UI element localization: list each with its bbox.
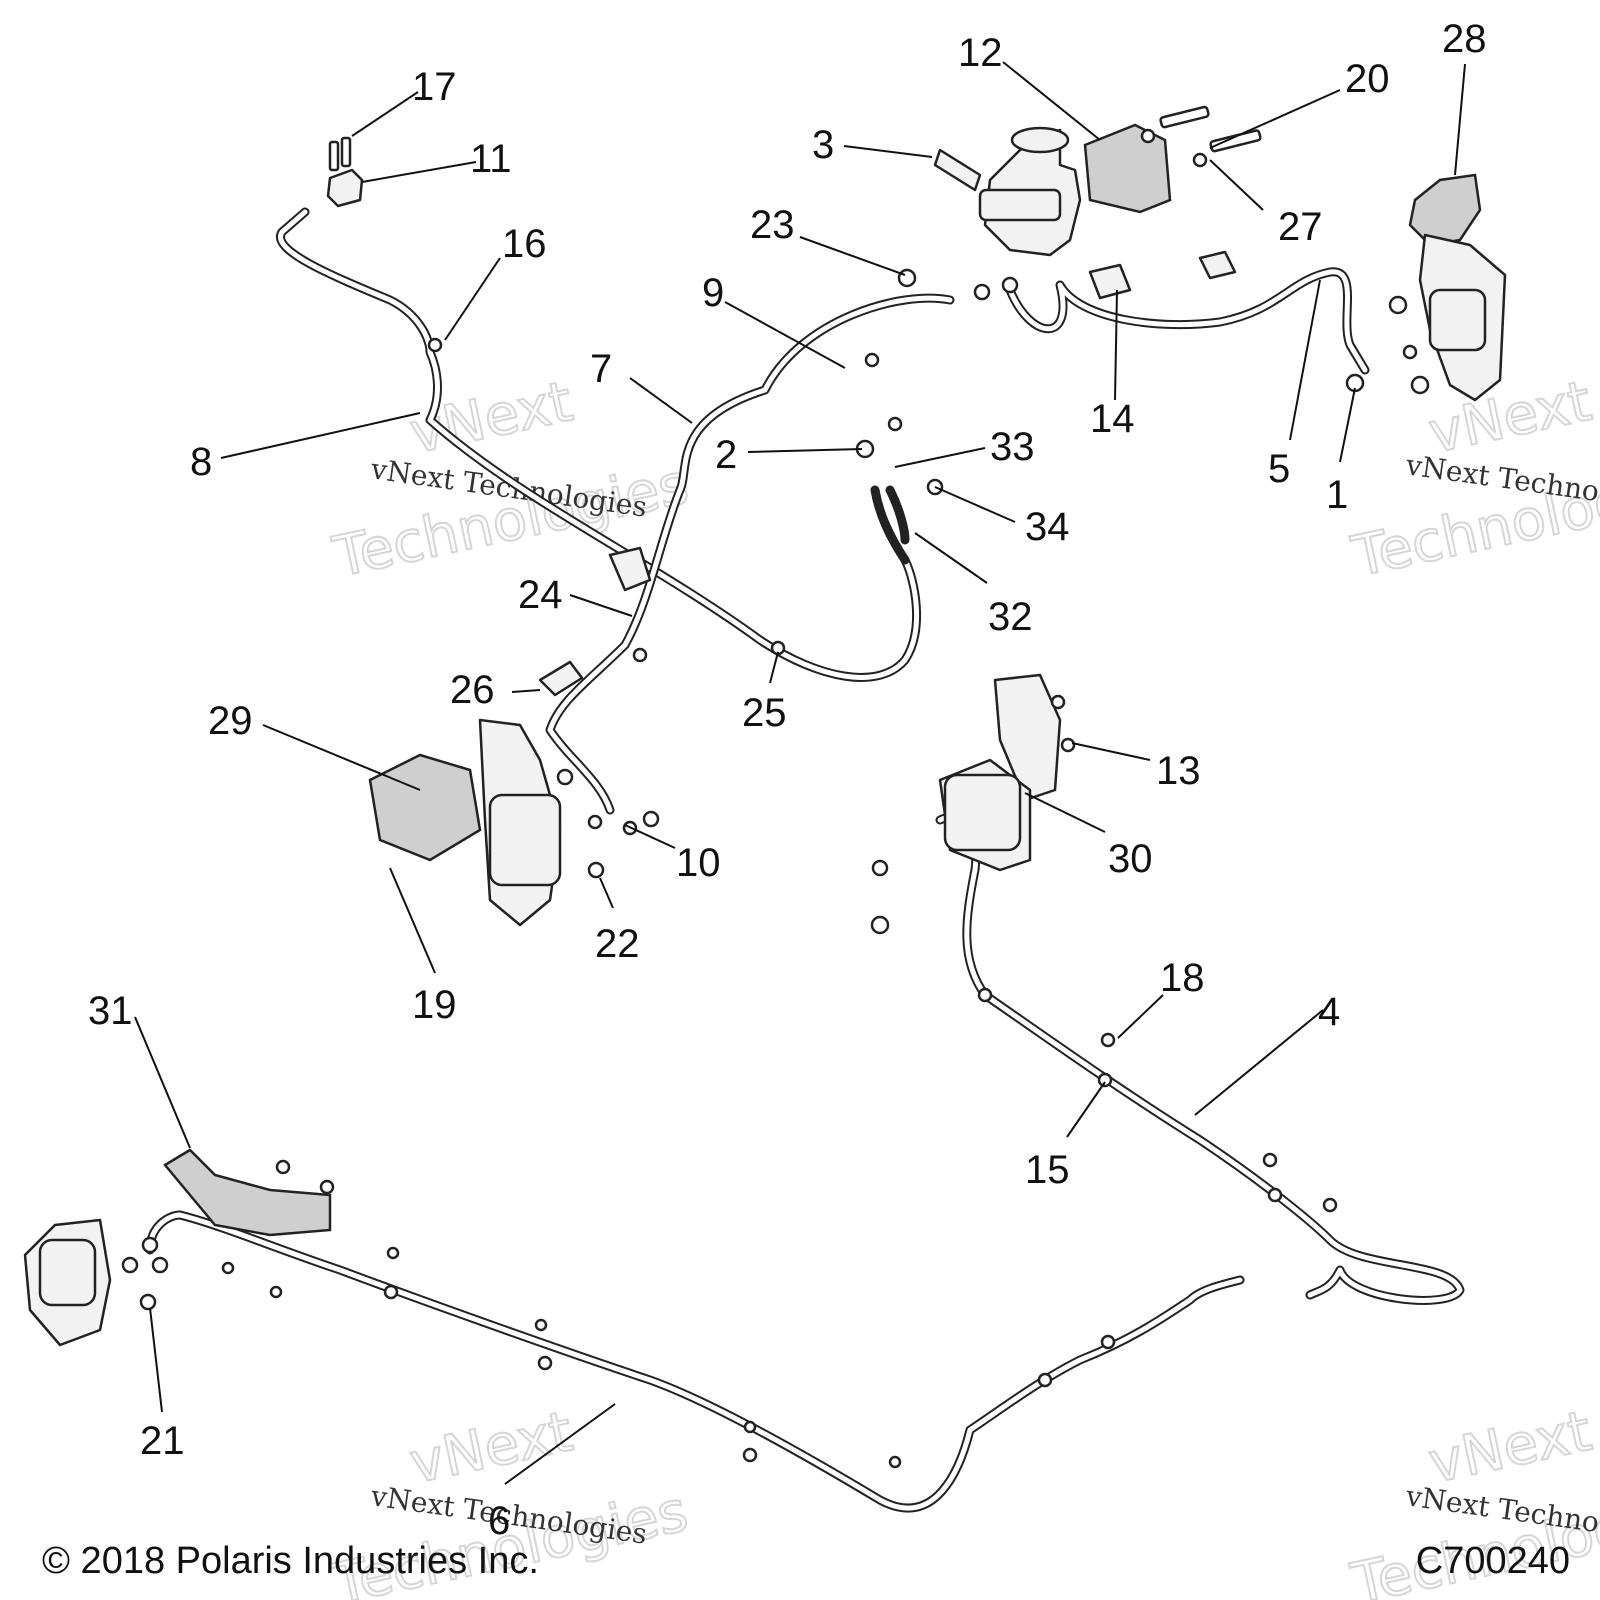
callout-30: 30 [1108,837,1153,881]
callout-18: 18 [1160,956,1205,1000]
clip-24 [608,546,652,592]
callout-14: 14 [1090,397,1135,441]
clip-14 [1088,263,1132,300]
callout-31: 31 [88,989,133,1033]
callout-6: 6 [488,1499,510,1543]
callout-labels: 1 2 3 4 5 6 7 8 9 10 11 12 13 14 15 16 1… [88,17,1487,1543]
clip-upper-right [1198,250,1237,280]
callout-16: 16 [502,222,547,266]
callout-34: 34 [1025,505,1070,549]
brake-block-11 [326,168,364,208]
callout-19: 19 [412,983,457,1027]
brake-lines [145,207,1465,1513]
clip-16 [427,337,443,353]
callout-26: 26 [450,668,495,712]
drawing-id: C700240 [1415,1540,1570,1582]
callout-4: 4 [1318,990,1340,1034]
callout-13: 13 [1156,749,1201,793]
caliper-bottom-left [23,1148,332,1347]
clip-26 [538,660,584,697]
callout-2: 2 [715,433,737,477]
copyright-notice: © 2018 Polaris Industries Inc. [42,1540,539,1582]
callout-29: 29 [208,699,253,743]
callout-33: 33 [990,425,1035,469]
callout-12: 12 [958,31,1003,75]
callout-9: 9 [702,271,724,315]
callout-21: 21 [140,1419,185,1463]
callout-5: 5 [1268,447,1290,491]
callout-25: 25 [742,691,787,735]
caliper-top-right [1408,173,1507,402]
callout-3: 3 [812,123,834,167]
watermark-line1: vNext [404,1399,578,1497]
callout-27: 27 [1278,205,1323,249]
brake-line-4 [935,813,1465,1305]
caliper-middle-left [368,718,562,927]
brake-line-8 [276,207,921,682]
clips [383,250,1283,1463]
caliper-middle-right [938,673,1062,872]
master-cylinder [933,123,1172,257]
brake-line-32 [870,485,910,565]
callout-17: 17 [412,65,457,109]
callout-32: 32 [988,595,1033,639]
callout-7: 7 [590,347,612,391]
callout-23: 23 [750,203,795,247]
fasteners [121,105,1430,1469]
callout-11: 11 [470,137,512,181]
callout-15: 15 [1025,1148,1070,1192]
leader-lines [134,61,1466,1485]
callout-20: 20 [1345,57,1390,101]
callout-22: 22 [595,922,640,966]
callout-10: 10 [676,841,721,885]
callout-8: 8 [190,440,212,484]
callout-28: 28 [1442,17,1487,61]
callout-1: 1 [1326,473,1348,517]
clip-15 [1097,1072,1113,1088]
watermark-line1: vNext [1423,1399,1597,1497]
callout-24: 24 [518,573,563,617]
